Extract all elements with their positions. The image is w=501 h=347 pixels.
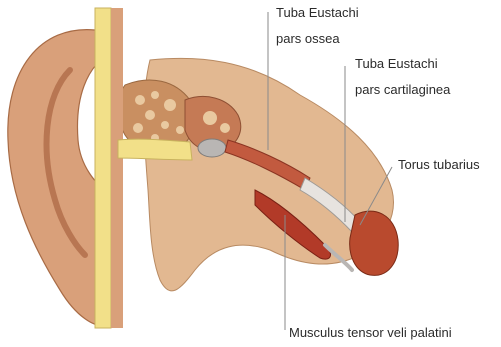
ossicle [220,123,230,133]
label-tuba-cartilaginea-line2: pars cartilaginea [355,82,450,98]
label-tuba-ossea-line2: pars ossea [276,31,340,47]
label-tuba-cartilaginea-line1: Tuba Eustachi [355,56,438,72]
external-auditory-canal [118,139,192,160]
tympanic-membrane [198,139,226,157]
label-musculus-tensor: Musculus tensor veli palatini [289,325,452,341]
ear-canal-skin [111,8,123,328]
label-torus-tubarius: Torus tubarius [398,157,480,173]
ossicle [203,111,217,125]
ear-canal-wall [95,8,111,328]
label-tuba-ossea-line1: Tuba Eustachi [276,5,359,21]
torus-tubarius [350,211,399,275]
